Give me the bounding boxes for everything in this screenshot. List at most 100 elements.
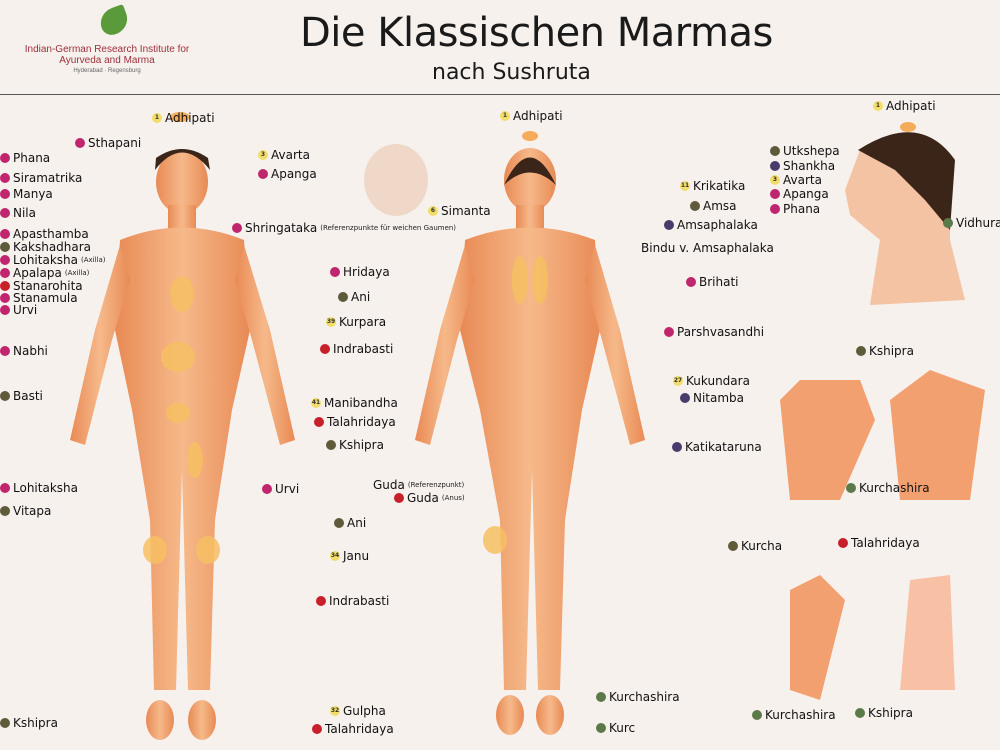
header-divider <box>0 94 1000 95</box>
marma-name: Urvi <box>13 303 38 317</box>
marma-name: Lohitaksha <box>13 481 78 495</box>
marma-name: Stanamula <box>13 291 78 305</box>
marma-number-badge <box>770 189 780 199</box>
marma-label: Talahridaya <box>838 536 920 550</box>
front-hair <box>155 149 210 170</box>
marma-number-badge <box>316 596 326 606</box>
marma-label: Nila <box>0 206 36 220</box>
marma-number-badge: 1 <box>873 101 883 111</box>
marma-label: Nitamba <box>680 391 744 405</box>
marma-name: Nitamba <box>693 391 745 405</box>
hands-and-feet <box>780 370 985 700</box>
marma-name: Apasthamba <box>13 227 89 241</box>
marma-number-badge <box>680 393 690 403</box>
marma-label: Kurchashira <box>752 708 836 722</box>
marma-number-badge <box>664 327 674 337</box>
marma-label: Kurchashira <box>596 690 680 704</box>
marma-points <box>143 112 916 564</box>
marma-label: Guda(Anus) <box>394 491 465 505</box>
marma-name: Kshipra <box>339 438 384 452</box>
marma-number-badge <box>0 173 10 183</box>
marma-number-badge <box>314 417 324 427</box>
marma-name: Indrabasti <box>333 342 394 356</box>
institute-name-2: Ayurveda and Marma <box>59 55 155 66</box>
institute-logo: Indian-German Research Institute for Ayu… <box>22 44 192 74</box>
marma-name: Kurchashira <box>859 481 930 495</box>
marma-note: (Axilla) <box>80 256 106 264</box>
marma-number-badge <box>0 153 10 163</box>
marma-label: Shankha <box>770 159 835 173</box>
marma-note: (Referenzpunkt) <box>407 481 465 489</box>
marma-number-badge <box>686 277 696 287</box>
marma-number-badge: 32 <box>330 706 340 716</box>
marma-label: Basti <box>0 389 43 403</box>
marma-number-badge <box>0 305 10 315</box>
marma-name: Kshipra <box>869 344 914 358</box>
marma-number-badge: 34 <box>330 551 340 561</box>
marma-label: Kakshadhara <box>0 240 91 254</box>
marma-number-badge <box>326 440 336 450</box>
marma-number-badge <box>770 146 780 156</box>
marma-label: Apalapa(Axilla) <box>0 266 89 280</box>
marma-name: Siramatrika <box>13 171 83 185</box>
front-body <box>70 150 295 740</box>
institute-name: Indian-German Research Institute for <box>24 44 190 55</box>
skull-top <box>364 144 428 216</box>
marma-name: Adhipati <box>886 99 936 113</box>
head-profile <box>845 132 965 305</box>
marma-name: Ani <box>351 290 371 304</box>
marma-number-badge <box>0 268 10 278</box>
marma-number-badge <box>0 293 10 303</box>
marma-name: Apanga <box>783 187 829 201</box>
marma-label: Urvi <box>0 303 37 317</box>
marma-number-badge <box>728 541 738 551</box>
marma-name: Basti <box>13 389 43 403</box>
marma-label: Manya <box>0 187 53 201</box>
marma-name: Manibandha <box>324 396 398 410</box>
marma-name: Kshipra <box>13 716 58 730</box>
marma-name: Avarta <box>783 173 822 187</box>
marma-name: Guda <box>373 478 405 492</box>
marma-name: Vitapa <box>13 504 52 518</box>
marma-name: Kshipra <box>868 706 913 720</box>
marma-name: Ani <box>347 516 367 530</box>
marma-label: Urvi <box>262 482 299 496</box>
marma-label: Apasthamba <box>0 227 89 241</box>
marma-name: Stanarohita <box>13 279 83 293</box>
marma-label: Apanga <box>770 187 829 201</box>
institute-cities: Hyderabad · Regensburg <box>73 68 141 74</box>
marma-name: Brihati <box>699 275 739 289</box>
marma-label: Stanarohita <box>0 279 83 293</box>
marma-label: Vidhura <box>943 216 1000 230</box>
marma-number-badge: 1 <box>152 113 162 123</box>
marma-number-badge: 39 <box>326 317 336 327</box>
marma-number-badge <box>338 292 348 302</box>
marma-label: Bindu v. Amsaphalaka <box>641 241 774 255</box>
marma-number-badge <box>0 255 10 265</box>
marma-label: Nabhi <box>0 344 48 358</box>
marma-number-badge <box>0 346 10 356</box>
marma-name: Kurcha <box>741 539 783 553</box>
marma-name: Apanga <box>271 167 317 181</box>
marma-name: Amsa <box>703 199 737 213</box>
marma-number-badge <box>0 208 10 218</box>
marma-label: Stanamula <box>0 291 78 305</box>
marma-number-badge <box>0 229 10 239</box>
marma-note: (Anus) <box>441 494 465 502</box>
marma-name: Manya <box>13 187 53 201</box>
marma-name: Adhipati <box>165 111 215 125</box>
poster-title: Die Klassischen Marmas <box>300 10 773 56</box>
marma-number-badge <box>846 483 856 493</box>
marma-label: Ani <box>334 516 366 530</box>
marma-number-badge <box>320 344 330 354</box>
marma-name: Talahridaya <box>325 722 394 736</box>
marma-number-badge <box>855 708 865 718</box>
back-hair <box>504 157 556 185</box>
marma-label: Brihati <box>686 275 739 289</box>
marma-name: Shringataka <box>245 221 318 235</box>
marma-number-badge <box>596 723 606 733</box>
